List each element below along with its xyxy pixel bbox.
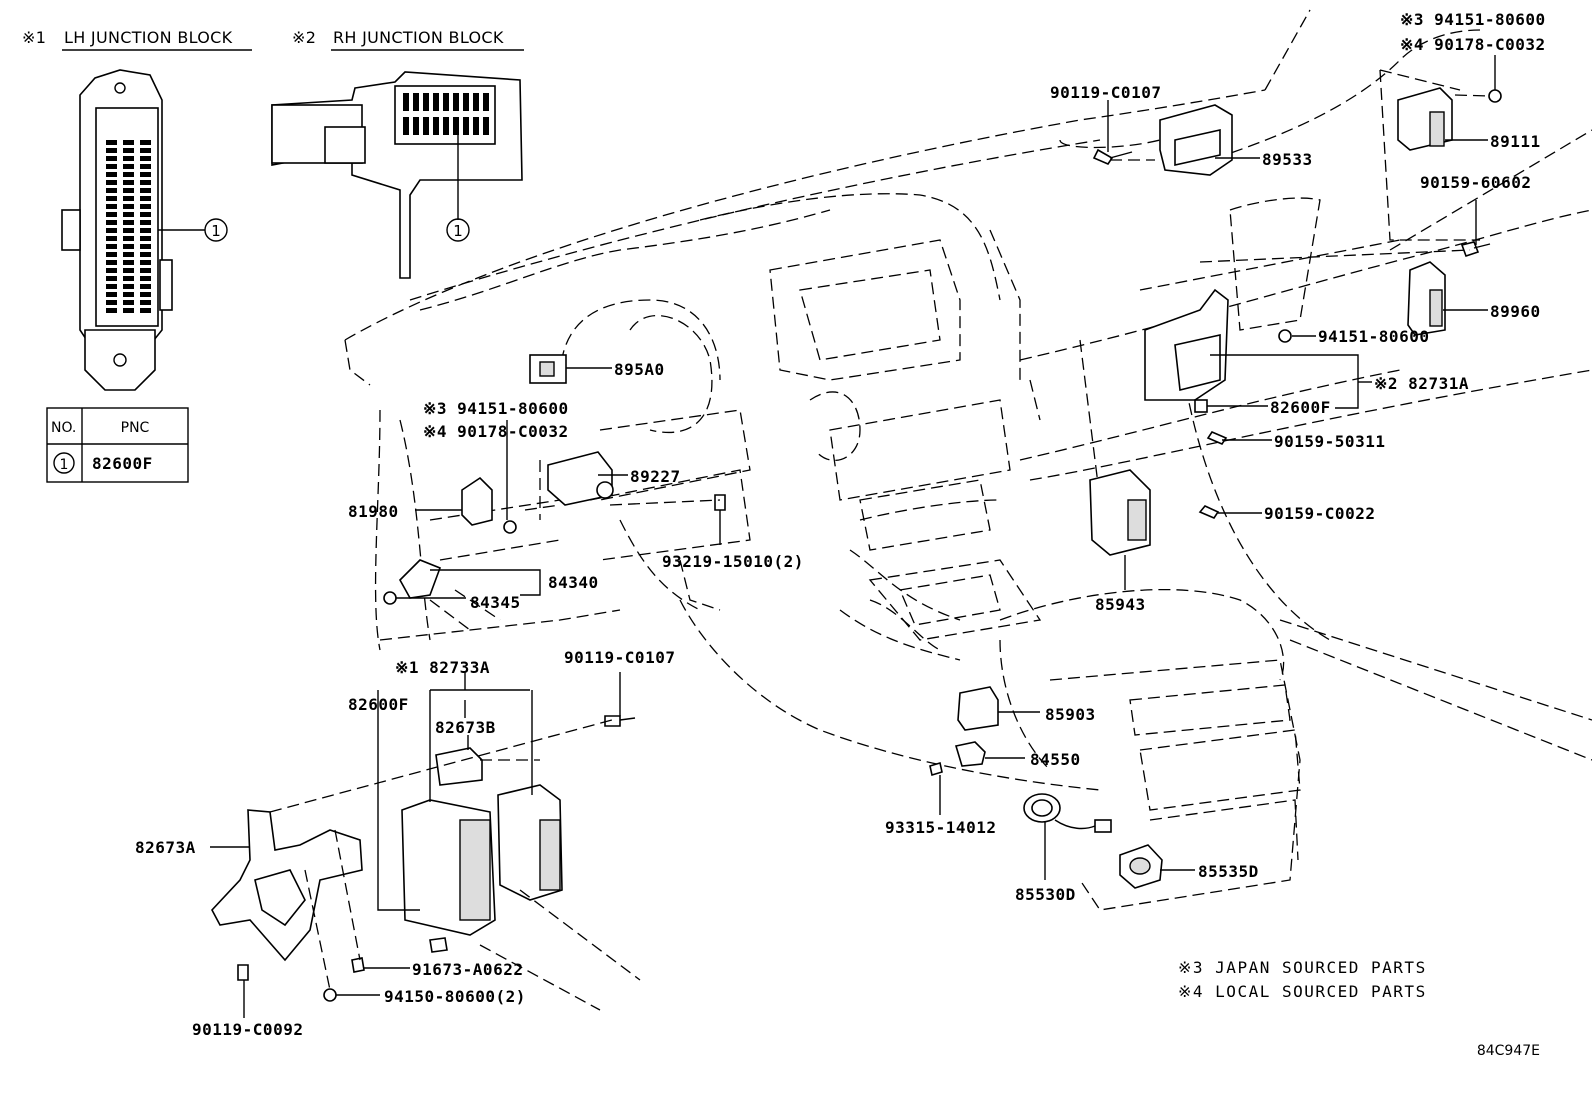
rh-inset-mark: ※2	[292, 28, 316, 47]
label-90119-C0092: 90119-C0092	[192, 1020, 303, 1039]
label-84550: 84550	[1030, 750, 1081, 769]
label-90159-C0022: 90159-C0022	[1264, 504, 1375, 523]
label-90178-C0032-left: ※4 90178-C0032	[423, 422, 569, 441]
label-82600F-right: 82600F	[1270, 398, 1331, 417]
label-82673A: 82673A	[135, 838, 196, 857]
pnc-table-row-pnc: 82600F	[92, 454, 153, 473]
lh-callout-number: 1	[211, 222, 221, 240]
part-labels: ※3 94151-80600 ※4 90178-C0032 90119-C010…	[135, 10, 1546, 1039]
label-85943: 85943	[1095, 595, 1146, 614]
label-895A0: 895A0	[614, 360, 665, 379]
lh-callout-circle	[204, 218, 228, 242]
lh-junction-block-drawing	[61, 69, 173, 391]
part-82733A-ecu	[401, 747, 563, 953]
part-82731A-bracket	[1144, 288, 1292, 413]
label-91673-A0622: 91673-A0622	[412, 960, 523, 979]
part-85943-module	[1089, 431, 1228, 556]
label-90119-C0107-top: 90119-C0107	[1050, 83, 1161, 102]
label-84340: 84340	[548, 573, 599, 592]
part-895A0-switch	[529, 354, 567, 384]
label-90119-C0107-low: 90119-C0107	[564, 648, 675, 667]
label-89960: 89960	[1490, 302, 1541, 321]
part-85903-switch	[957, 686, 999, 731]
label-94151-80600-mid: 94151-80600	[1318, 327, 1429, 346]
label-90159-60602: 90159-60602	[1420, 173, 1531, 192]
label-90178-C0032-top: ※4 90178-C0032	[1400, 35, 1546, 54]
part-81980-switch	[461, 476, 517, 534]
label-82600F-left: 82600F	[348, 695, 409, 714]
label-94150-80600: 94150-80600(2)	[384, 987, 526, 1006]
rh-callout-circle	[446, 218, 470, 242]
figure-code: 84C947E	[1477, 1043, 1540, 1059]
part-89227-module	[547, 451, 726, 511]
label-85530D: 85530D	[1015, 885, 1076, 904]
label-93315-14012: 93315-14012	[885, 818, 996, 837]
label-82733A: ※1 82733A	[395, 658, 490, 677]
note-japan-sourced: ※3 JAPAN SOURCED PARTS	[1178, 958, 1427, 977]
rh-junction-block-drawing	[271, 71, 523, 279]
part-85530D-socket	[1023, 793, 1112, 833]
label-85535D: 85535D	[1198, 862, 1259, 881]
part-89111-module	[1397, 87, 1502, 151]
label-82731A: ※2 82731A	[1374, 374, 1469, 393]
label-94151-80600-left: ※3 94151-80600	[423, 399, 569, 418]
label-84345: 84345	[470, 593, 521, 612]
fasteners-lower-left	[237, 957, 365, 1002]
label-81980: 81980	[348, 502, 399, 521]
label-85903: 85903	[1045, 705, 1096, 724]
part-89960-module	[1407, 241, 1491, 336]
label-93219-15010: 93219-15010(2)	[662, 552, 804, 571]
part-89533-bracket	[1092, 104, 1233, 176]
leader-lines	[210, 55, 1496, 1018]
rh-callout-number: 1	[453, 222, 463, 240]
label-90159-50311: 90159-50311	[1274, 432, 1385, 451]
instrument-panel-outline	[344, 9, 1592, 911]
note-local-sourced: ※4 LOCAL SOURCED PARTS	[1178, 982, 1427, 1001]
part-85535D-socket	[1119, 844, 1163, 889]
part-84550-switch	[929, 741, 986, 777]
label-94151-80600-top: ※3 94151-80600	[1400, 10, 1546, 29]
rh-junction-block-inset: ※2 RH JUNCTION BLOCK 1	[271, 28, 524, 279]
pnc-table-row-no: 1	[60, 457, 69, 473]
label-89533: 89533	[1262, 150, 1313, 169]
lh-inset-title: LH JUNCTION BLOCK	[64, 28, 233, 47]
label-89227: 89227	[630, 467, 681, 486]
pnc-table-header-pnc: PNC	[121, 420, 150, 436]
lh-inset-mark: ※1	[22, 28, 46, 47]
label-89111: 89111	[1490, 132, 1541, 151]
lh-junction-block-inset: ※1 LH JUNCTION BLOCK 1	[22, 28, 252, 391]
label-82673B: 82673B	[435, 718, 496, 737]
pnc-table: NO. PNC 1 82600F	[46, 407, 189, 483]
rh-inset-title: RH JUNCTION BLOCK	[333, 28, 504, 47]
pnc-table-header-no: NO.	[51, 420, 76, 436]
footnotes: ※3 JAPAN SOURCED PARTS ※4 LOCAL SOURCED …	[1178, 958, 1427, 1001]
